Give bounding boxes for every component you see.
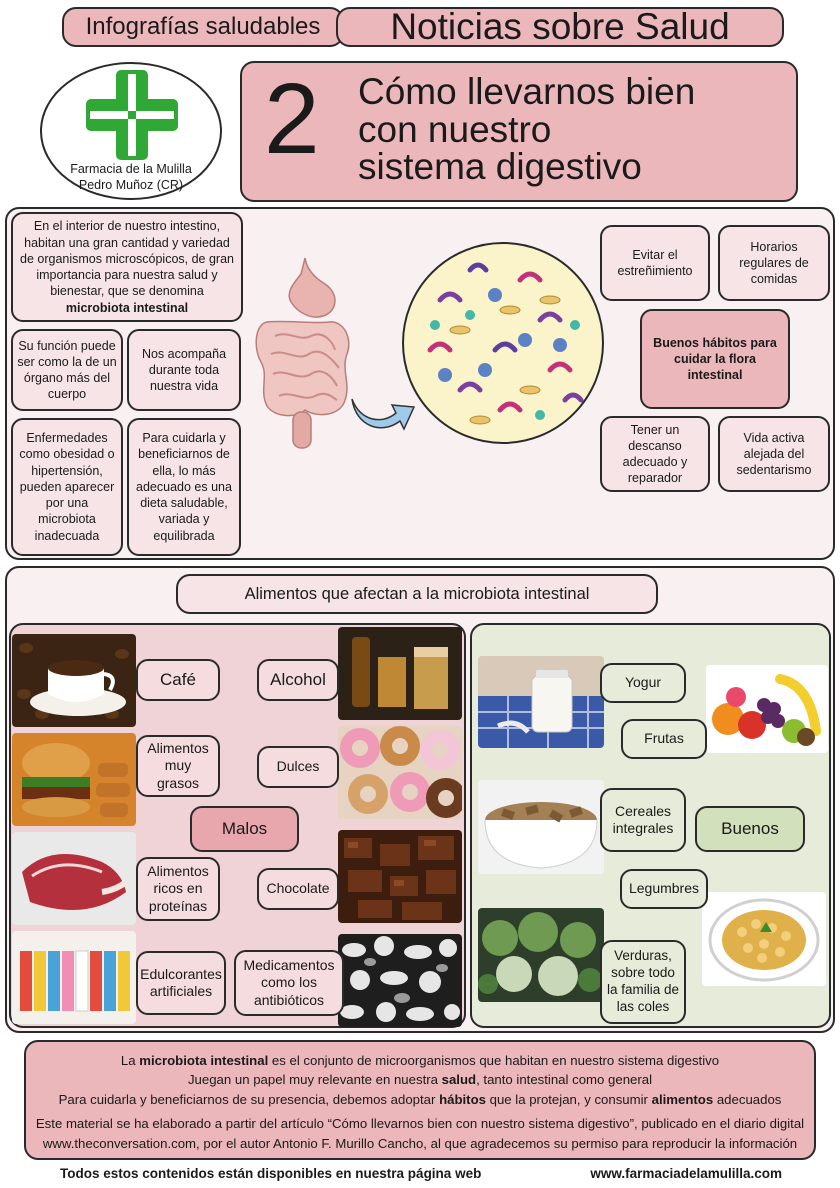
tag-good-label: Buenos (695, 806, 805, 852)
function-box: Su función puede ser como la de un órgan… (11, 329, 123, 411)
header-right-text: Noticias sobre Salud (390, 6, 730, 47)
tag-fatty-foods: Alimentos muy grasos (136, 735, 220, 797)
digestive-system-illustration (255, 257, 350, 449)
foods-title: Alimentos que afectan a la microbiota in… (176, 574, 658, 614)
donuts-photo (338, 726, 462, 819)
meat-photo (12, 832, 136, 925)
summary-line-3: Para cuidarla y beneficiarnos de su pres… (58, 1091, 782, 1107)
title-line-2: con nuestro (358, 108, 552, 150)
tag-yogurt: Yogur (600, 663, 686, 703)
arrow-icon (351, 398, 416, 431)
cereals-photo (478, 780, 604, 874)
vegetables-photo (478, 908, 604, 1002)
tag-medicines: Medicamentos como los antibióticos (234, 950, 344, 1016)
tag-fruits: Frutas (621, 719, 707, 759)
title-panel: 2 Cómo llevarnos bien con nuestro sistem… (240, 61, 798, 202)
footer-left: Todos estos contenidos están disponibles… (60, 1166, 482, 1181)
header-left-label: Infografías saludables (62, 7, 344, 47)
tag-sweeteners: Edulcorantes artificiales (136, 951, 226, 1015)
footer-website-link[interactable]: www.farmaciadelamulilla.com (590, 1166, 782, 1181)
care-box: Para cuidarla y beneficiarnos de ella, l… (127, 418, 241, 556)
tag-protein: Alimentos ricos en proteínas (136, 857, 220, 921)
intro-box: En el interior de nuestro intestino, hab… (11, 212, 243, 322)
tag-chocolate: Chocolate (257, 868, 339, 910)
source-line-1: Este material se ha elaborado a partir d… (35, 1116, 805, 1132)
chocolate-photo (338, 830, 462, 923)
tag-vegetables: Verduras, sobre todo la familia de las c… (600, 940, 686, 1024)
pharmacy-logo: Farmacia de la Mulilla Pedro Muñoz (CR) (40, 62, 222, 200)
title-line-1: Cómo llevarnos bien (358, 71, 696, 112)
summary-line-1: La microbiota intestinal es el conjunto … (120, 1053, 720, 1068)
logo-line-1: Farmacia de la Mulilla (70, 162, 192, 176)
title-line-3: sistema digestivo (358, 146, 642, 188)
habit-active-box: Vida activa alejada del sedentarismo (718, 416, 830, 492)
intro-bold: microbiota intestinal (65, 300, 189, 315)
habit-rest-box: Tener un descanso adecuado y reparador (600, 416, 710, 492)
legumes-photo (702, 892, 826, 986)
source-line-2: www.theconversation.com, por el autor An… (42, 1135, 798, 1151)
logo-line-2: Pedro Muñoz (CR) (78, 177, 184, 192)
burger-photo (12, 733, 136, 826)
tag-legumes: Legumbres (620, 869, 708, 909)
tag-sweets: Dulces (257, 746, 339, 788)
habits-center-box: Buenos hábitos para cuidar la flora inte… (640, 309, 790, 409)
yogurt-photo (478, 656, 604, 748)
microbiota-illustration (402, 242, 604, 444)
tag-bad-label: Malos (190, 806, 299, 852)
header-left-text: Infografías saludables (85, 13, 321, 40)
tag-cereals: Cereales integrales (600, 788, 686, 852)
habit-schedule-box: Horarios regulares de comidas (718, 225, 830, 301)
habit-constipation-box: Evitar el estreñimiento (600, 225, 710, 301)
tag-alcohol: Alcohol (257, 659, 339, 701)
summary-panel: La microbiota intestinal es el conjunto … (24, 1040, 816, 1160)
lifetime-box: Nos acompaña durante toda nuestra vida (127, 329, 241, 411)
sweeteners-photo (12, 931, 136, 1024)
intro-text: En el interior de nuestro intestino, hab… (20, 219, 234, 299)
pharmacy-cross-icon (86, 70, 178, 160)
title-number: 2 (264, 63, 320, 175)
disease-box: Enfermedades como obesidad o hipertensió… (11, 418, 123, 556)
fruits-photo (706, 665, 828, 753)
alcohol-photo (338, 627, 462, 720)
tag-coffee: Café (136, 659, 220, 701)
header-right-label: Noticias sobre Salud (336, 6, 784, 47)
summary-line-2: Juegan un papel muy relevante en nuestra… (187, 1072, 653, 1088)
coffee-photo (12, 634, 136, 727)
pills-photo (338, 934, 462, 1027)
